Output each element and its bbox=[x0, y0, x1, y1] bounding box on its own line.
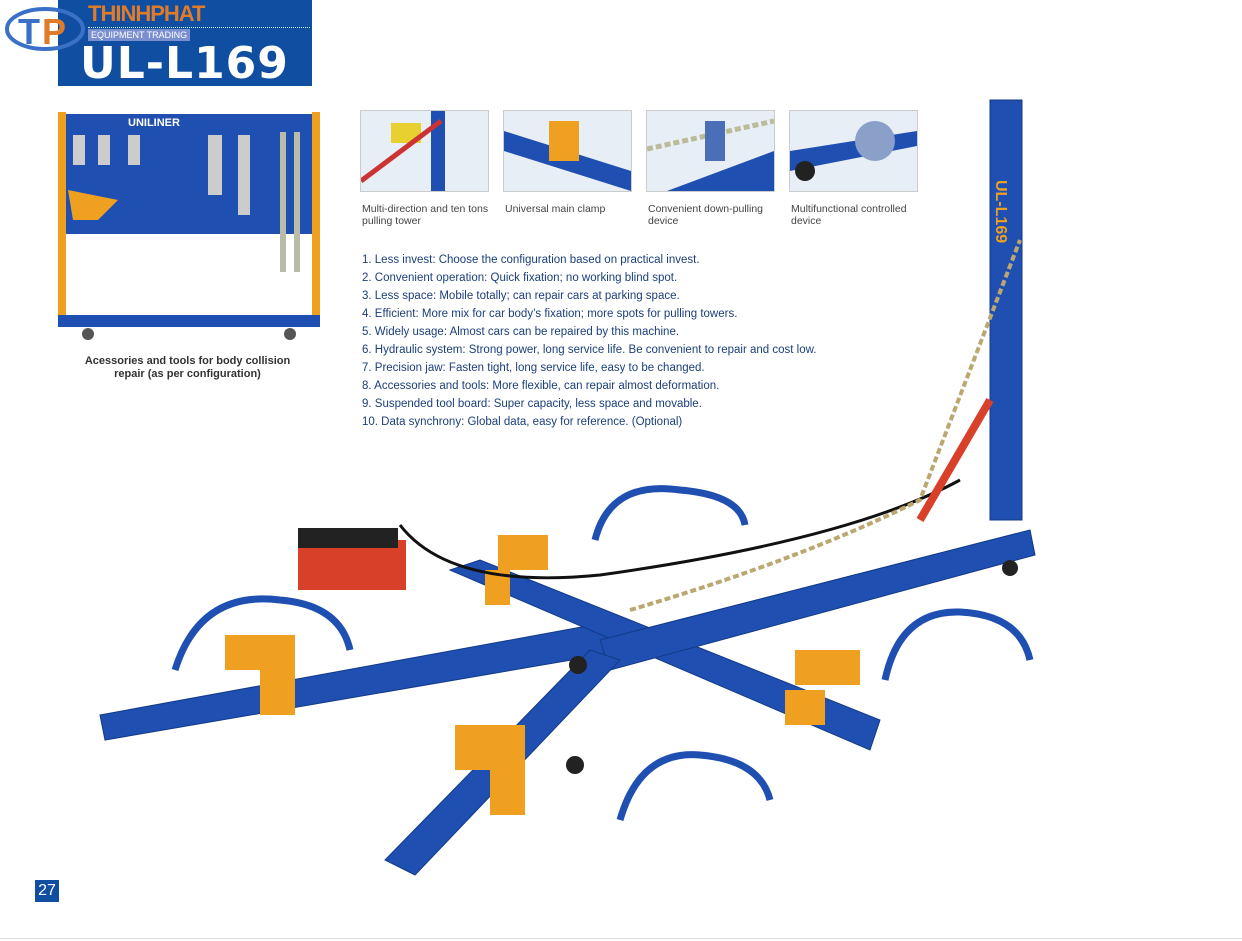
feature-item: 9. Suspended tool board: Super capacity,… bbox=[362, 398, 702, 410]
thumbnail-down-pulling bbox=[646, 110, 775, 192]
feature-item: 7. Precision jaw: Fasten tight, long ser… bbox=[362, 362, 705, 374]
feature-item: 8. Accessories and tools: More flexible,… bbox=[362, 380, 720, 392]
feature-item: 5. Widely usage: Almost cars can be repa… bbox=[362, 326, 680, 338]
thumbnail-caption: Convenient down-pulling device bbox=[648, 203, 763, 227]
feature-item: 1. Less invest: Choose the configuration… bbox=[362, 254, 700, 266]
feature-item: 6. Hydraulic system: Strong power, long … bbox=[362, 344, 817, 356]
feature-list: 1. Less invest: Choose the configuration… bbox=[362, 251, 816, 431]
tool-board-caption: Acessories and tools for body collision … bbox=[84, 355, 291, 380]
feature-item: 3. Less space: Mobile totally; can repai… bbox=[362, 290, 680, 302]
page-bottom-border bbox=[0, 938, 1242, 939]
tool-board-image: UNILINER bbox=[58, 112, 320, 340]
thumbnail-caption: Multifunctional controlled device bbox=[791, 203, 907, 227]
thumbnail-caption: Universal main clamp bbox=[505, 203, 606, 215]
thumbnail-caption: Multi-direction and ten tons pulling tow… bbox=[362, 203, 489, 227]
feature-item: 2. Convenient operation: Quick fixation;… bbox=[362, 272, 678, 284]
title-banner bbox=[58, 0, 312, 86]
model-title: UL-L169 bbox=[80, 38, 289, 89]
divider bbox=[88, 27, 310, 28]
thumbnail-main-clamp bbox=[503, 110, 632, 192]
feature-item: 4. Efficient: More mix for car body’s fi… bbox=[362, 308, 738, 320]
svg-text:T: T bbox=[18, 11, 40, 52]
brand-name: THINHPHAT bbox=[88, 1, 205, 26]
svg-text:UNILINER: UNILINER bbox=[128, 117, 180, 129]
thumbnail-pulling-tower bbox=[360, 110, 489, 192]
tower-label: UL-L169 bbox=[992, 180, 1009, 243]
frame-machine-image: UL-L169 bbox=[99, 99, 1036, 876]
brand-subtitle: EQUIPMENT TRADING bbox=[88, 29, 191, 41]
thumbnail-controlled-device bbox=[789, 110, 918, 192]
feature-item: 10. Data synchrony: Global data, easy fo… bbox=[362, 416, 683, 428]
page-number: 27 bbox=[35, 880, 59, 902]
svg-text:P: P bbox=[42, 11, 66, 52]
company-logo: T P bbox=[5, 7, 85, 52]
